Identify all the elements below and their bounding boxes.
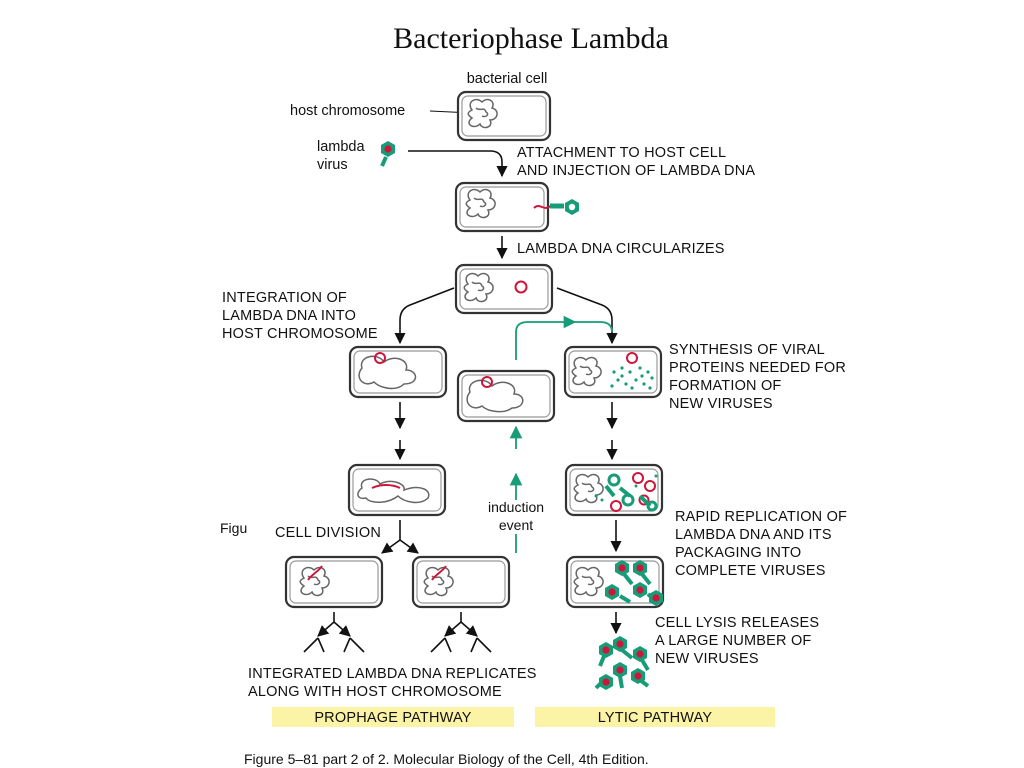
bacterial-cell-label: bacterial cell <box>467 71 548 87</box>
integration-branch-arrow <box>394 287 455 345</box>
synthesis-step-1: SYNTHESIS OF VIRAL <box>669 342 825 358</box>
division-arrow-left <box>381 539 401 554</box>
attachment-step-1: ATTACHMENT TO HOST CELL <box>517 145 726 161</box>
replication-step-1: RAPID REPLICATION OF <box>675 509 847 525</box>
induced-cell <box>456 369 556 423</box>
induction-label-2: event <box>499 517 533 533</box>
prophage-cell <box>347 463 447 517</box>
integration-step-2: LAMBDA DNA INTO <box>222 308 356 324</box>
induction-path-join <box>575 321 613 333</box>
lambda-virus-icon <box>380 141 395 167</box>
attachment-arrow <box>408 150 508 178</box>
bacterial-cell-1 <box>456 90 552 142</box>
circularizes-step: LAMBDA DNA CIRCULARIZES <box>517 241 725 257</box>
integrated-cell <box>348 345 448 399</box>
lysis-step-2: A LARGE NUMBER OF <box>655 633 812 649</box>
prophage-pathway-label: PROPHAGE PATHWAY <box>314 710 471 726</box>
synthesis-cell <box>563 345 663 399</box>
attachment-step-2: AND INJECTION OF LAMBDA DNA <box>517 163 755 179</box>
host-chromosome-label: host chromosome <box>290 103 405 119</box>
infected-cell <box>454 181 579 233</box>
lysis-step-3: NEW VIRUSES <box>655 651 759 667</box>
replication-step-3: PACKAGING INTO <box>675 545 801 561</box>
daughter-cell-left <box>284 555 384 609</box>
daughter-cell-right <box>411 555 511 609</box>
division-arrow-right <box>399 539 419 554</box>
circularized-cell <box>454 263 554 315</box>
figure-fragment-text: Figu <box>220 520 247 536</box>
cell-division-step: CELL DIVISION <box>275 525 381 541</box>
induction-path-arrow <box>515 315 577 360</box>
lambda-label: lambda <box>317 139 365 155</box>
synthesis-step-3: FORMATION OF <box>669 378 781 394</box>
synthesis-step-2: PROTEINS NEEDED FOR <box>669 360 846 376</box>
complete-viruses-cell <box>565 555 665 609</box>
lytic-pathway-banner <box>535 707 775 727</box>
integrated-step-2: ALONG WITH HOST CHROMOSOME <box>248 684 502 700</box>
replication-step-2: LAMBDA DNA AND ITS <box>675 527 832 543</box>
prophage-replication-arrows <box>303 612 492 653</box>
lambda-dna-circle <box>514 280 528 294</box>
synthesis-step-4: NEW VIRUSES <box>669 396 773 412</box>
integrated-step-1: INTEGRATED LAMBDA DNA REPLICATES <box>248 666 537 682</box>
released-viruses <box>594 636 650 690</box>
viral-proteins-dots <box>610 366 654 390</box>
lysis-step-1: CELL LYSIS RELEASES <box>655 615 819 631</box>
integration-step-1: INTEGRATION OF <box>222 290 347 306</box>
lytic-pathway-label: LYTIC PATHWAY <box>598 710 713 726</box>
page-title: Bacteriophase Lambda <box>393 22 669 55</box>
integration-step-3: HOST CHROMOSOME <box>222 326 378 342</box>
figure-caption: Figure 5–81 part 2 of 2. Molecular Biolo… <box>244 751 649 767</box>
induction-label-1: induction <box>488 499 544 515</box>
prophage-pathway-banner <box>272 707 514 727</box>
replication-cell <box>564 463 664 517</box>
virus-label: virus <box>317 157 348 173</box>
replication-step-4: COMPLETE VIRUSES <box>675 563 826 579</box>
lytic-branch-arrow <box>556 287 618 345</box>
